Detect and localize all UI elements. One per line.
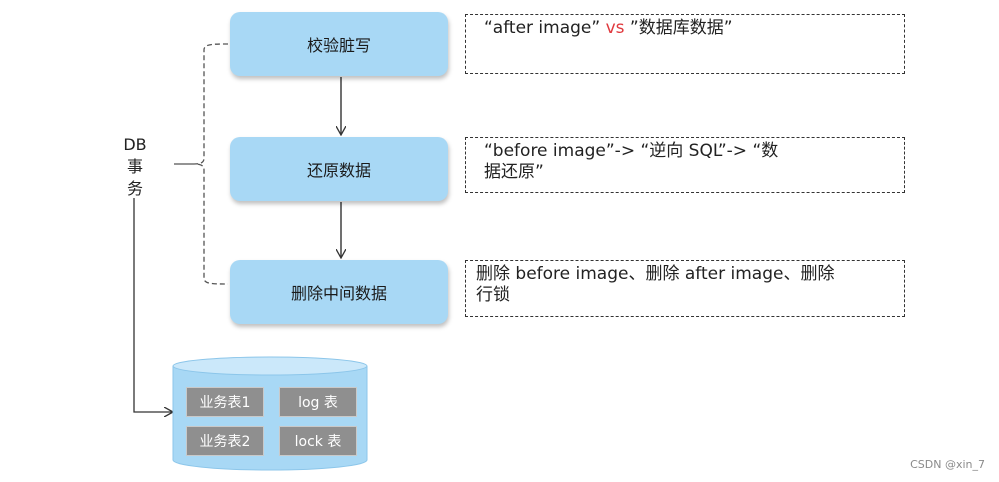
table-label: 业务表1 bbox=[199, 395, 251, 411]
db-label-line: 事 bbox=[126, 157, 143, 176]
note-text: ”数据库数据” bbox=[624, 18, 733, 38]
step-label: 校验脏写 bbox=[306, 36, 371, 55]
table-lock: lock 表 bbox=[280, 427, 356, 455]
note-line: 删除 before image、删除 after image、删除 bbox=[476, 264, 835, 284]
step-delete-intermediate-data: 删除中间数据 bbox=[230, 260, 448, 324]
db-transaction-label: DB 事 务 bbox=[118, 134, 152, 200]
step-restore-data: 还原数据 bbox=[230, 137, 448, 201]
steps-bracket bbox=[193, 43, 229, 285]
table-business-1: 业务表1 bbox=[187, 388, 263, 416]
note-line: 据还原” bbox=[484, 162, 544, 182]
note-text: “after image” bbox=[484, 18, 606, 38]
arrow-db-to-database bbox=[133, 198, 172, 412]
watermark: CSDN @xin_7 bbox=[910, 458, 985, 471]
note-vs-text: vs bbox=[605, 18, 625, 38]
note-line: “before image”-> “逆向 SQL”-> “数 bbox=[484, 141, 779, 161]
note-line: 行锁 bbox=[476, 285, 510, 305]
db-label-line: DB bbox=[123, 135, 147, 154]
table-label: 业务表2 bbox=[199, 434, 251, 450]
note-delete-intermediate: 删除 before image、删除 after image、删除 行锁 bbox=[465, 260, 905, 317]
step-label: 删除中间数据 bbox=[290, 284, 387, 303]
table-label: log 表 bbox=[298, 395, 338, 411]
table-label: lock 表 bbox=[294, 434, 342, 450]
table-log: log 表 bbox=[280, 388, 356, 416]
step-check-dirty-write: 校验脏写 bbox=[230, 12, 448, 76]
note-restore-data: “before image”-> “逆向 SQL”-> “数 据还原” bbox=[465, 137, 905, 193]
table-business-2: 业务表2 bbox=[187, 427, 263, 455]
database-cylinder: 业务表1 log 表 业务表2 lock 表 bbox=[172, 356, 368, 474]
note-check-dirty-write: “after image” vs ”数据库数据” bbox=[465, 14, 905, 74]
step-label: 还原数据 bbox=[306, 161, 371, 180]
db-label-line: 务 bbox=[126, 179, 143, 198]
